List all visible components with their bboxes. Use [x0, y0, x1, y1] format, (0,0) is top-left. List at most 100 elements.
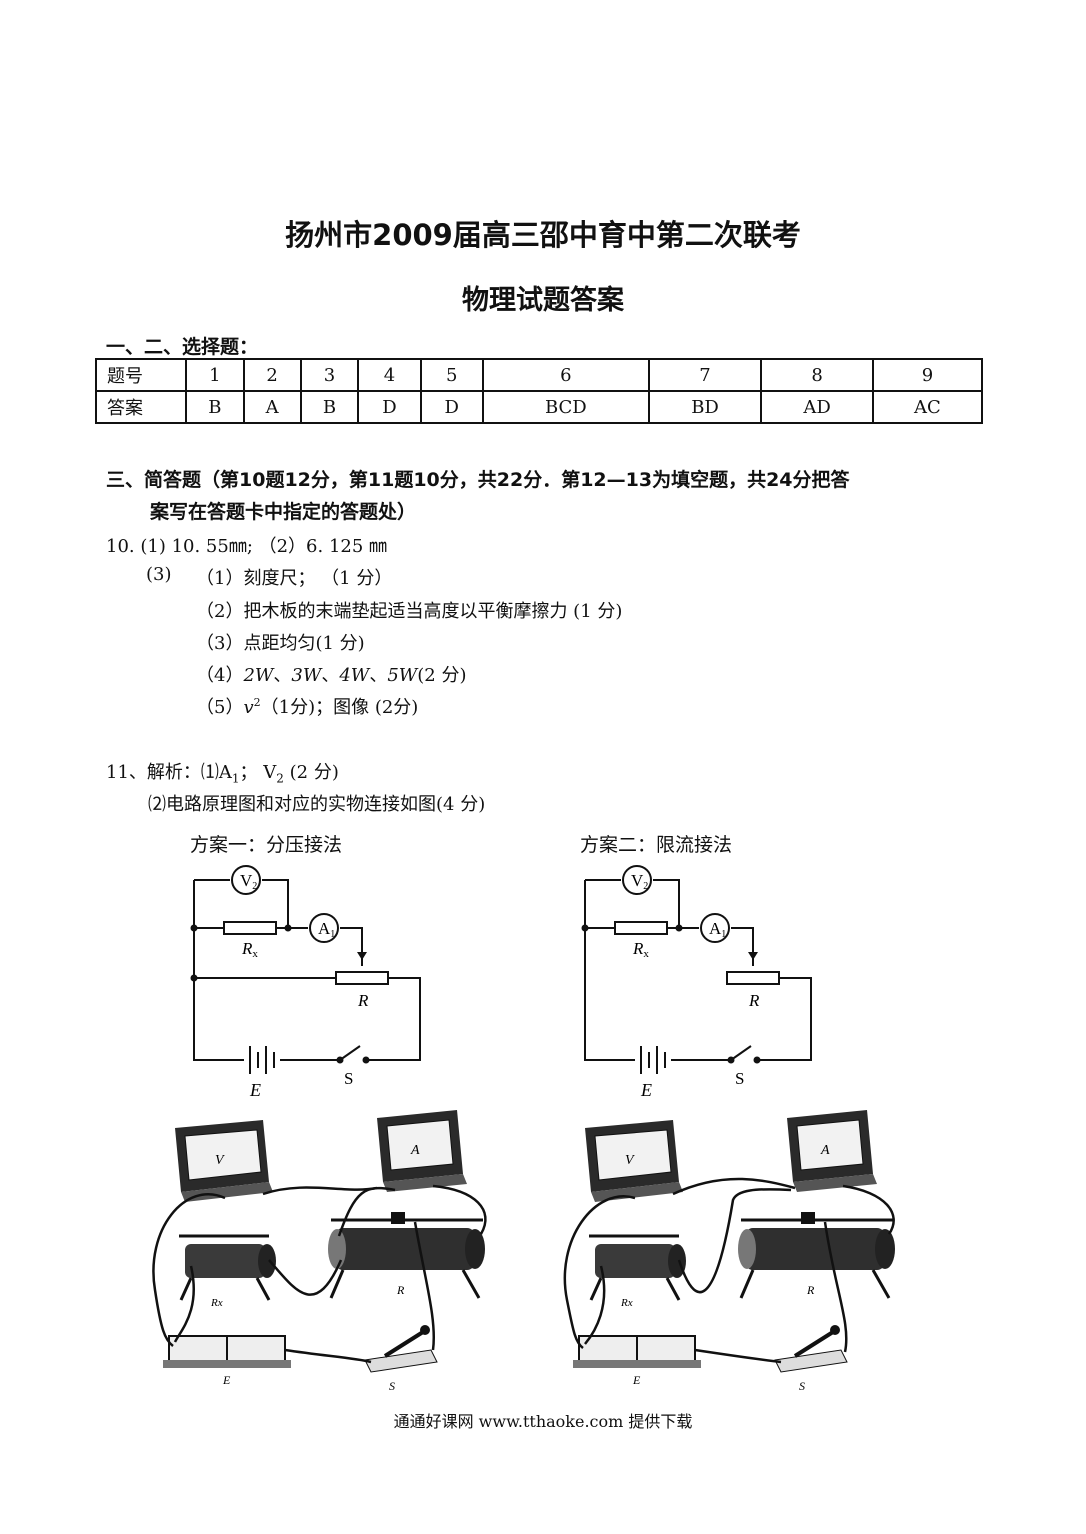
table-cell: 1 [185, 358, 245, 392]
q10-item4-suffix: (2 分) [417, 665, 467, 686]
table-cell: B [185, 390, 245, 424]
r-label: R [748, 991, 760, 1010]
table-cell: 8 [760, 358, 874, 392]
q11-prefix: 11、解析：⑴A [106, 762, 232, 783]
svg-text:Rx: Rx [620, 1297, 633, 1309]
page-title: 扬州市2009届高三邵中育中第二次联考 [285, 218, 801, 252]
rx-resistor: Rx [179, 1234, 276, 1309]
q11-sub2: 2 [276, 771, 284, 786]
table-cell: BCD [481, 390, 650, 424]
voltmeter-label: V2 [631, 871, 648, 892]
q10-item4-sep: 、 [369, 665, 388, 686]
table-cell: 5 [419, 358, 484, 392]
q10-item4-w3: 4W [339, 665, 370, 686]
svg-text:S: S [799, 1379, 805, 1393]
rheostat: R [328, 1212, 485, 1299]
table-cell: A [242, 390, 302, 424]
q11-line1: 11、解析：⑴A1； V2 (2 分) [106, 758, 339, 786]
ammeter-label: A1 [318, 919, 335, 940]
answer-table: 题号 1 2 3 4 5 6 7 8 9 答案 B A B D D BCD BD… [95, 358, 984, 424]
e-label: E [640, 1080, 652, 1100]
q10-item4-w2: 3W [291, 665, 322, 686]
svg-text:E: E [222, 1373, 231, 1387]
section-choice-heading: 一、二、选择题： [106, 336, 259, 358]
table-cell: 3 [299, 358, 360, 392]
page-subtitle: 物理试题答案 [462, 285, 624, 316]
table-cell: BD [647, 390, 763, 424]
q10-item5-prefix: （5） [196, 697, 244, 718]
rx-label: Rx [241, 939, 258, 960]
table-cell: AD [760, 390, 874, 424]
footer-credit: 通通好课网 www.tthaoke.com 提供下载 [393, 1412, 693, 1431]
q10-item4-prefix: （4） [196, 665, 244, 686]
svg-text:V: V [625, 1153, 635, 1168]
table-cell: 2 [242, 358, 302, 392]
knife-switch: S [774, 1325, 848, 1393]
table-cell: AC [871, 390, 984, 424]
svg-text:E: E [632, 1373, 641, 1387]
table-cell: 7 [647, 358, 763, 392]
svg-text:V: V [215, 1153, 225, 1168]
row-label-answer: 答案 [95, 390, 187, 424]
q10-item5-suffix: （1分)；图像 (2分) [260, 697, 419, 718]
q10-item4-w1: 2W [243, 665, 274, 686]
table-cell: D [357, 390, 422, 424]
circuit-diagram-limiting: V2 A1 Rx R E S [581, 865, 812, 1100]
q10-sub-label: (3) [146, 564, 172, 585]
battery-pack: E [573, 1335, 701, 1387]
rx-label: Rx [632, 939, 649, 960]
q10-item4-w4: 5W [387, 665, 418, 686]
rheostat: R [738, 1212, 895, 1299]
s-label: S [344, 1069, 353, 1088]
q10-item4: （4）2W、3W、4W、5W(2 分) [196, 661, 466, 687]
section-short-answer-line2: 案写在答题卡中指定的答题处） [150, 501, 417, 523]
q11-sub1: 1 [231, 771, 240, 786]
svg-text:Rx: Rx [210, 1297, 223, 1309]
ammeter-meter: A [787, 1110, 877, 1192]
scheme1-caption: 方案一：分压接法 [190, 834, 343, 856]
q10-item1: （1）刻度尺； （1 分） [196, 568, 393, 589]
table-cell: 9 [871, 358, 984, 392]
knife-switch: S [364, 1325, 438, 1393]
q10-line1: 10. (1) 10. 55㎜; （2）6. 125 ㎜ [106, 536, 388, 557]
section-short-answer-line1: 三、简答题（第10题12分，第11题10分，共22分．第12—13为填空题，共2… [106, 469, 850, 491]
scheme2-caption: 方案二：限流接法 [580, 834, 733, 856]
svg-text:A: A [410, 1143, 420, 1158]
ammeter-label: A1 [709, 919, 726, 940]
e-label: E [249, 1080, 261, 1100]
svg-text:R: R [806, 1283, 815, 1297]
q10-item5-sup: 2 [253, 696, 261, 709]
rx-resistor: Rx [589, 1234, 686, 1309]
table-cell: 6 [481, 358, 650, 392]
table-cell: D [419, 390, 484, 424]
svg-text:A: A [820, 1143, 830, 1158]
svg-text:S: S [389, 1379, 395, 1393]
q10-item2: （2）把木板的末端垫起适当高度以平衡摩擦力 (1 分) [196, 601, 623, 622]
connecting-wires [152, 1184, 487, 1364]
connecting-wires [563, 1177, 895, 1364]
voltmeter-label: V2 [240, 871, 257, 892]
svg-text:R: R [396, 1283, 405, 1297]
ammeter-meter: A [377, 1110, 467, 1192]
q10-item5: （5）v2（1分)；图像 (2分) [196, 693, 418, 719]
apparatus-illustration-limiting: V A Rx R E S [563, 1110, 895, 1393]
table-cell: 4 [357, 358, 422, 392]
q10-item4-sep: 、 [273, 665, 292, 686]
q10-item5-v: v [243, 697, 254, 718]
table-cell: B [299, 390, 360, 424]
q11-mid: ； V [239, 762, 277, 783]
apparatus-illustration-divider: V A Rx R E S [152, 1110, 487, 1393]
q10-item3: （3）点距均匀(1 分) [196, 633, 365, 654]
voltmeter-meter: V [585, 1120, 683, 1202]
table-row-numbers: 题号 1 2 3 4 5 6 7 8 9 [95, 358, 984, 392]
s-label: S [735, 1069, 744, 1088]
table-row-answers: 答案 B A B D D BCD BD AD AC [95, 390, 984, 424]
circuit-diagram-divider: V2 A1 Rx R E S [190, 865, 421, 1100]
r-label: R [357, 991, 369, 1010]
q11-line2: ⑵电路原理图和对应的实物连接如图(4 分) [148, 794, 486, 815]
voltmeter-meter: V [175, 1120, 273, 1202]
battery-pack: E [163, 1335, 291, 1387]
q11-suffix: (2 分) [283, 762, 339, 783]
q10-item4-sep: 、 [321, 665, 340, 686]
row-label-number: 题号 [95, 358, 187, 392]
